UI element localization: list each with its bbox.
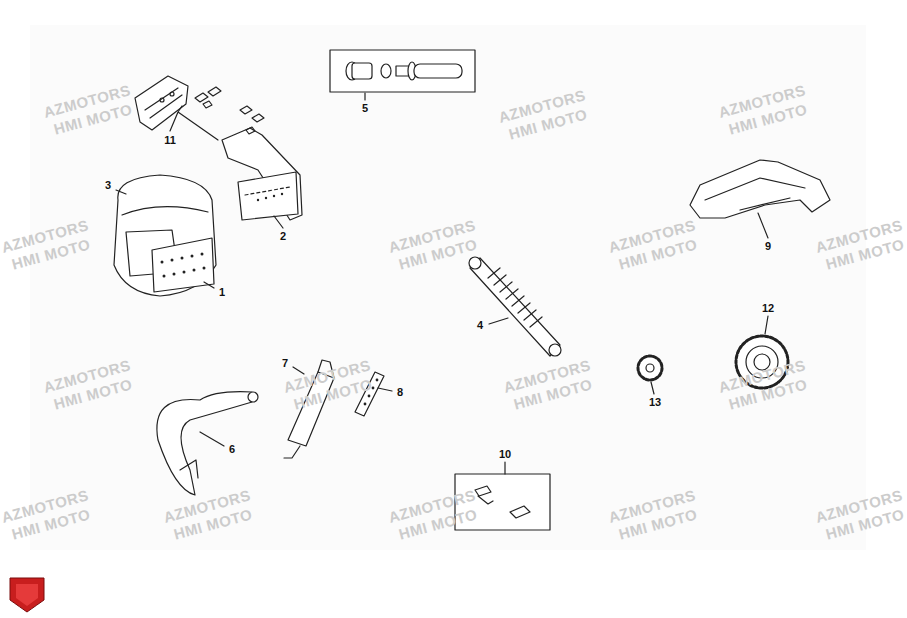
callout-number: 10 [497, 448, 513, 461]
callout-number: 11 [162, 134, 178, 147]
callout-number: 12 [760, 302, 776, 315]
callout-number: 2 [278, 230, 288, 243]
callout-number: 3 [103, 179, 113, 192]
callout-number: 5 [360, 102, 370, 115]
callout-number: 8 [395, 386, 405, 399]
callout-number: 7 [280, 357, 290, 370]
callout-number: 13 [647, 396, 663, 409]
callout-number: 1 [217, 286, 227, 299]
callout-number: 4 [475, 319, 485, 332]
callout-number: 6 [227, 443, 237, 456]
callout-number: 9 [763, 240, 773, 253]
